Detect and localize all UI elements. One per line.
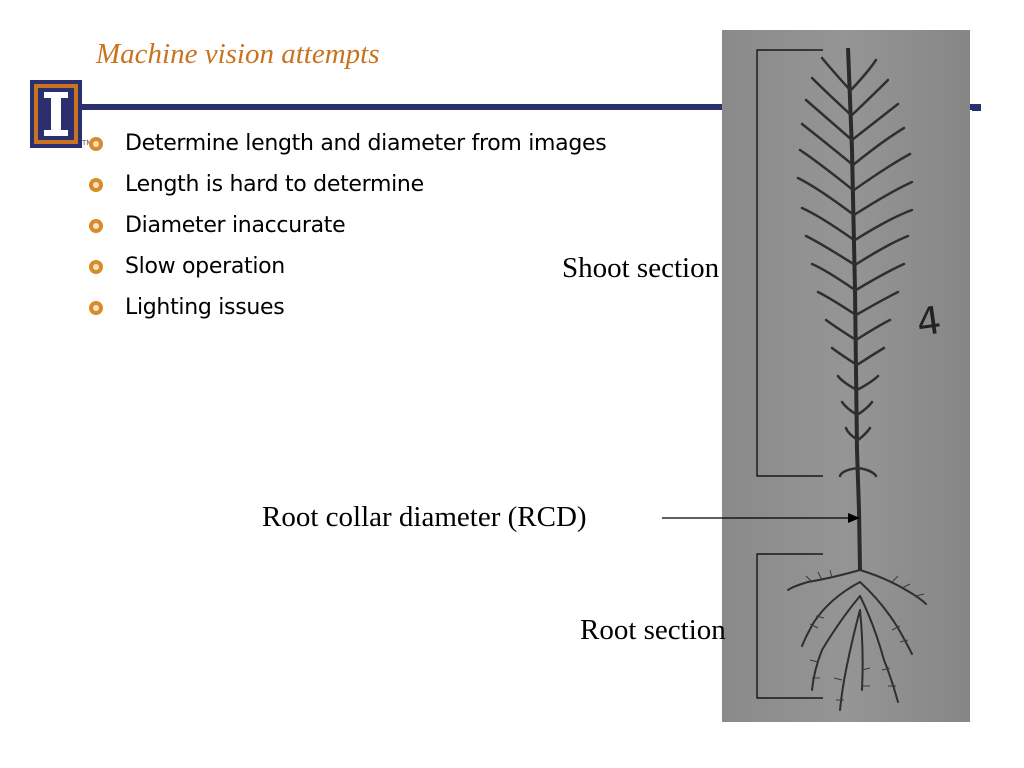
bullet-icon [89, 219, 103, 233]
trademark-mark: TM [82, 139, 93, 147]
root-hairs [805, 569, 925, 701]
bullet-icon [89, 137, 103, 151]
root-system [787, 569, 927, 711]
bullet-text: Determine length and diameter from image… [125, 131, 607, 156]
rcd-arrow-head [848, 513, 860, 523]
bullet-icon [89, 260, 103, 274]
university-logo [30, 80, 82, 148]
bullet-text: Lighting issues [125, 295, 285, 320]
slide-title: Machine vision attempts [96, 38, 380, 70]
bullet-item: Lighting issues [88, 294, 606, 335]
bullet-item: Length is hard to determine [88, 171, 606, 212]
bullet-icon [89, 178, 103, 192]
seedling-drawing: 4 [722, 30, 970, 722]
bullet-text: Length is hard to determine [125, 172, 424, 197]
bullet-text: Slow operation [125, 254, 285, 279]
seedling-stem [846, 47, 862, 571]
bullet-list: Determine length and diameter from image… [88, 130, 607, 335]
root-section-label: Root section [580, 614, 726, 646]
rcd-label: Root collar diameter (RCD) [262, 501, 587, 533]
shoot-needles [796, 56, 914, 478]
shoot-section-label: Shoot section [562, 252, 720, 284]
shoot-bracket [756, 49, 823, 477]
root-bracket [756, 553, 823, 699]
bullet-text: Diameter inaccurate [125, 213, 346, 238]
bullet-icon [89, 301, 103, 315]
bullet-item: Determine length and diameter from image… [88, 130, 607, 171]
title-rule [78, 104, 978, 110]
title-rule-end [972, 104, 981, 111]
bullet-item: Diameter inaccurate [88, 212, 606, 253]
bullet-item: Slow operation [88, 253, 606, 294]
seedling-photo: 4 [722, 30, 970, 722]
